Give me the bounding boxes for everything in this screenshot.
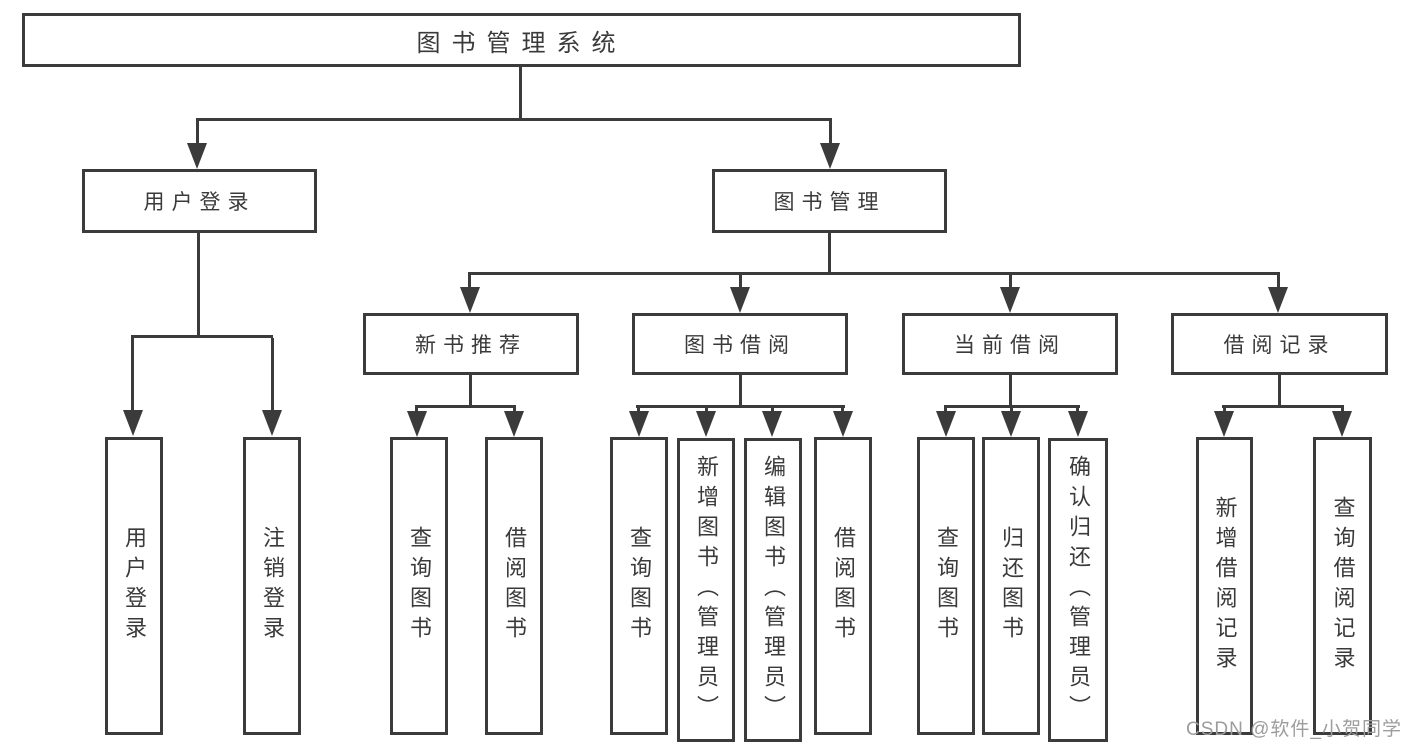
arrowhead-down-icon — [460, 287, 480, 313]
leaf-borrow-borrow-book: 借阅图书 — [814, 437, 872, 735]
connector-line — [1277, 275, 1280, 289]
connector-line — [469, 375, 472, 408]
leaf-logout: 注销登录 — [243, 437, 301, 735]
leaf-record-add-record: 新增借阅记录 — [1196, 437, 1253, 735]
connector-line — [196, 118, 832, 121]
arrowhead-down-icon — [123, 410, 143, 436]
connector-line — [1278, 375, 1281, 408]
connector-line — [739, 375, 742, 408]
connector-line — [131, 338, 134, 412]
connector-line — [271, 338, 274, 412]
leaf-current-query-book: 查询图书 — [917, 437, 975, 735]
leaf-user-login: 用户登录 — [105, 437, 163, 735]
leaf-borrow-query-book: 查询图书 — [610, 437, 668, 735]
arrowhead-down-icon — [1001, 411, 1021, 437]
connector-line — [131, 335, 273, 338]
arrowhead-down-icon — [762, 411, 782, 437]
leaf-current-confirm-return-admin: 确认归还（管理员） — [1048, 438, 1108, 742]
connector-line — [519, 67, 522, 121]
connector-line — [196, 121, 199, 145]
node-book-management: 图书管理 — [712, 169, 947, 233]
arrowhead-down-icon — [833, 411, 853, 437]
node-library-system: 图书管理系统 — [22, 13, 1021, 67]
arrowhead-down-icon — [1268, 287, 1288, 313]
arrowhead-down-icon — [1214, 411, 1234, 437]
watermark: CSDN @软件_小贺同学 — [1186, 719, 1402, 740]
arrowhead-down-icon — [407, 411, 427, 437]
leaf-newbook-borrow-book: 借阅图书 — [485, 437, 543, 735]
leaf-current-return-book: 归还图书 — [982, 437, 1040, 735]
leaf-borrow-add-book-admin: 新增图书（管理员） — [677, 438, 735, 742]
node-borrow-record: 借阅记录 — [1171, 313, 1388, 375]
arrowhead-down-icon — [262, 410, 282, 436]
node-book-borrow: 图书借阅 — [632, 313, 848, 375]
connector-line — [197, 233, 200, 338]
connector-line — [468, 275, 471, 289]
arrowhead-down-icon — [1332, 411, 1352, 437]
arrowhead-down-icon — [187, 143, 207, 169]
node-current-borrow: 当前借阅 — [902, 313, 1118, 375]
node-user-login: 用户登录 — [82, 169, 317, 233]
arrowhead-down-icon — [696, 411, 716, 437]
connector-line — [828, 233, 831, 275]
leaf-borrow-edit-book-admin: 编辑图书（管理员） — [744, 438, 802, 742]
connector-line — [468, 272, 1280, 275]
arrowhead-down-icon — [629, 411, 649, 437]
connector-line — [1009, 375, 1012, 408]
connector-line — [1009, 275, 1012, 289]
leaf-record-query-record: 查询借阅记录 — [1313, 437, 1372, 735]
arrowhead-down-icon — [1068, 411, 1088, 437]
connector-line — [1222, 405, 1344, 408]
connector-line — [636, 405, 845, 408]
leaf-newbook-query-book: 查询图书 — [390, 437, 448, 735]
arrowhead-down-icon — [504, 411, 524, 437]
connector-line — [944, 405, 1080, 408]
node-new-book-recommend: 新书推荐 — [363, 313, 579, 375]
connector-line — [415, 405, 516, 408]
arrowhead-down-icon — [936, 411, 956, 437]
arrowhead-down-icon — [730, 287, 750, 313]
arrowhead-down-icon — [820, 143, 840, 169]
connector-line — [739, 275, 742, 289]
connector-line — [829, 121, 832, 145]
arrowhead-down-icon — [1000, 287, 1020, 313]
